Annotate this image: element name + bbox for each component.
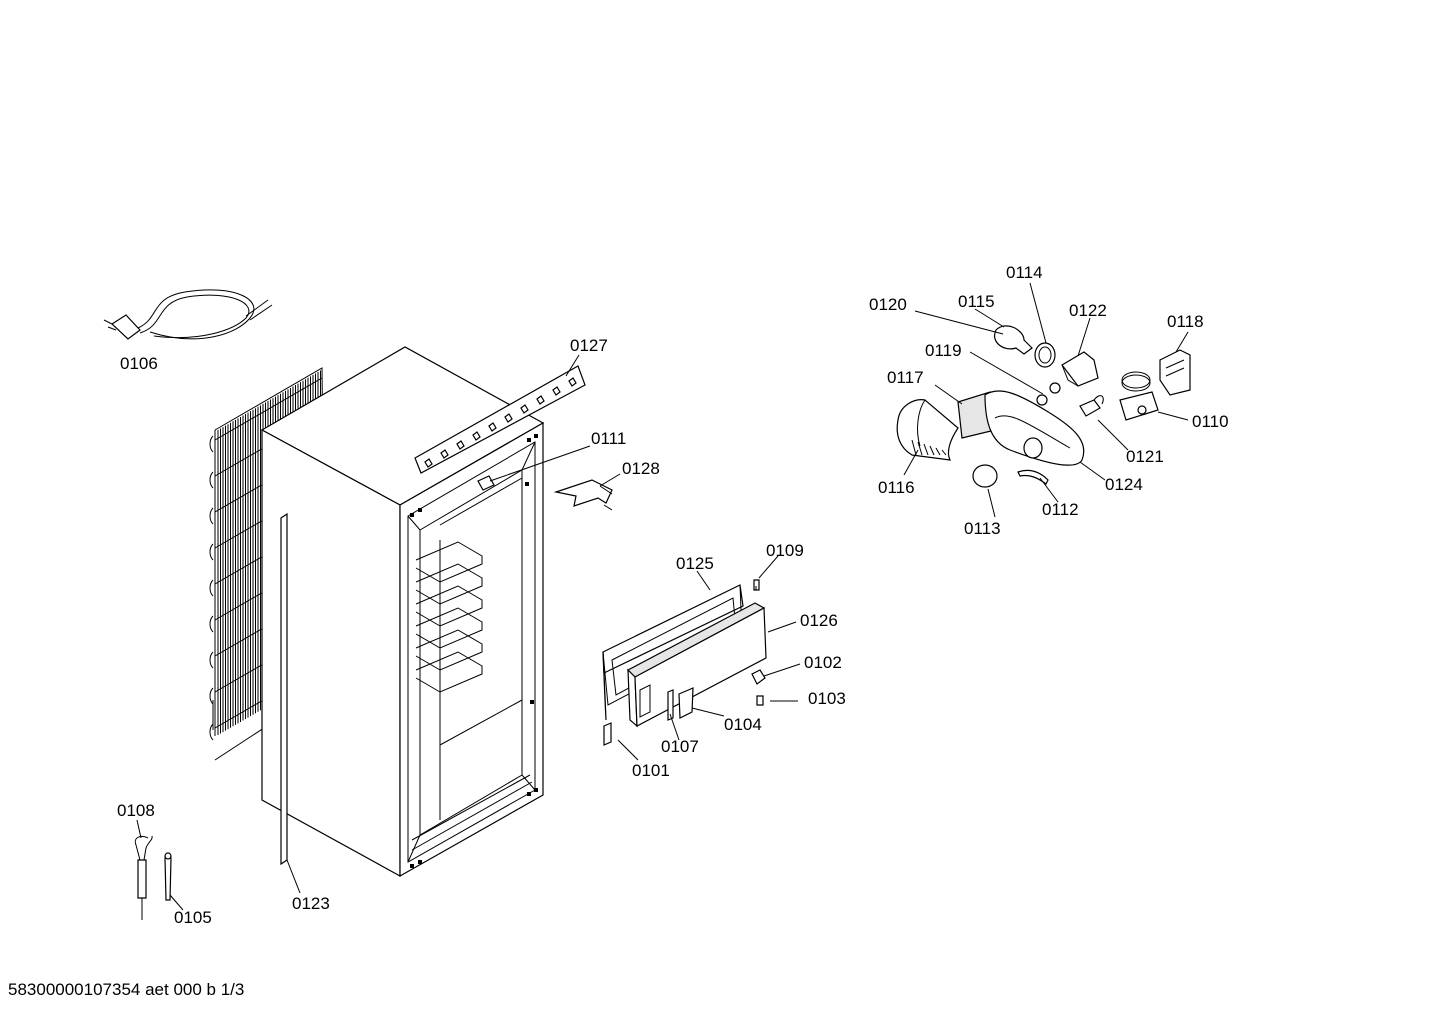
label-0127: 0127 [570,336,608,355]
label-0106: 0106 [120,354,158,373]
label-0109: 0109 [766,541,804,560]
label-0117: 0117 [887,368,924,387]
label-0103: 0103 [808,689,846,708]
label-0119: 0119 [925,341,962,360]
label-0101: 0101 [632,761,670,780]
label-0124: 0124 [1105,475,1143,494]
lamp-housing-drawing [896,325,1191,488]
label-0113: 0113 [964,519,1001,538]
sensor-parts-drawing [134,835,172,920]
small-parts-drawing [477,475,613,511]
label-0107: 0107 [661,737,699,756]
label-0118: 0118 [1167,312,1204,331]
label-0112: 0112 [1042,500,1079,519]
label-0114: 0114 [1006,263,1043,282]
label-0123: 0123 [292,894,330,913]
label-0102: 0102 [804,653,842,672]
label-0116: 0116 [878,478,915,497]
label-0108: 0108 [117,801,155,820]
label-0120: 0120 [869,295,907,314]
top-rail-drawing [414,365,586,474]
label-0110: 0110 [1192,412,1229,431]
label-0121: 0121 [1126,447,1164,466]
power-cord-drawing [103,289,273,340]
label-0126: 0126 [800,611,838,630]
cabinet-drawing [260,346,545,878]
label-0128: 0128 [622,459,660,478]
door-assembly-drawing [602,579,767,746]
label-0111: 0111 [591,429,626,448]
label-0115: 0115 [958,292,995,311]
document-id-footer: 58300000107354 aet 000 b 1/3 [8,980,245,999]
label-0125: 0125 [676,554,714,573]
label-0122: 0122 [1069,301,1107,320]
label-0104: 0104 [724,715,762,734]
label-0105: 0105 [174,908,212,927]
leader-lines [136,282,1189,911]
callout-labels: 0106 0127 0111 0128 0125 0109 0126 0102 … [117,263,1229,927]
